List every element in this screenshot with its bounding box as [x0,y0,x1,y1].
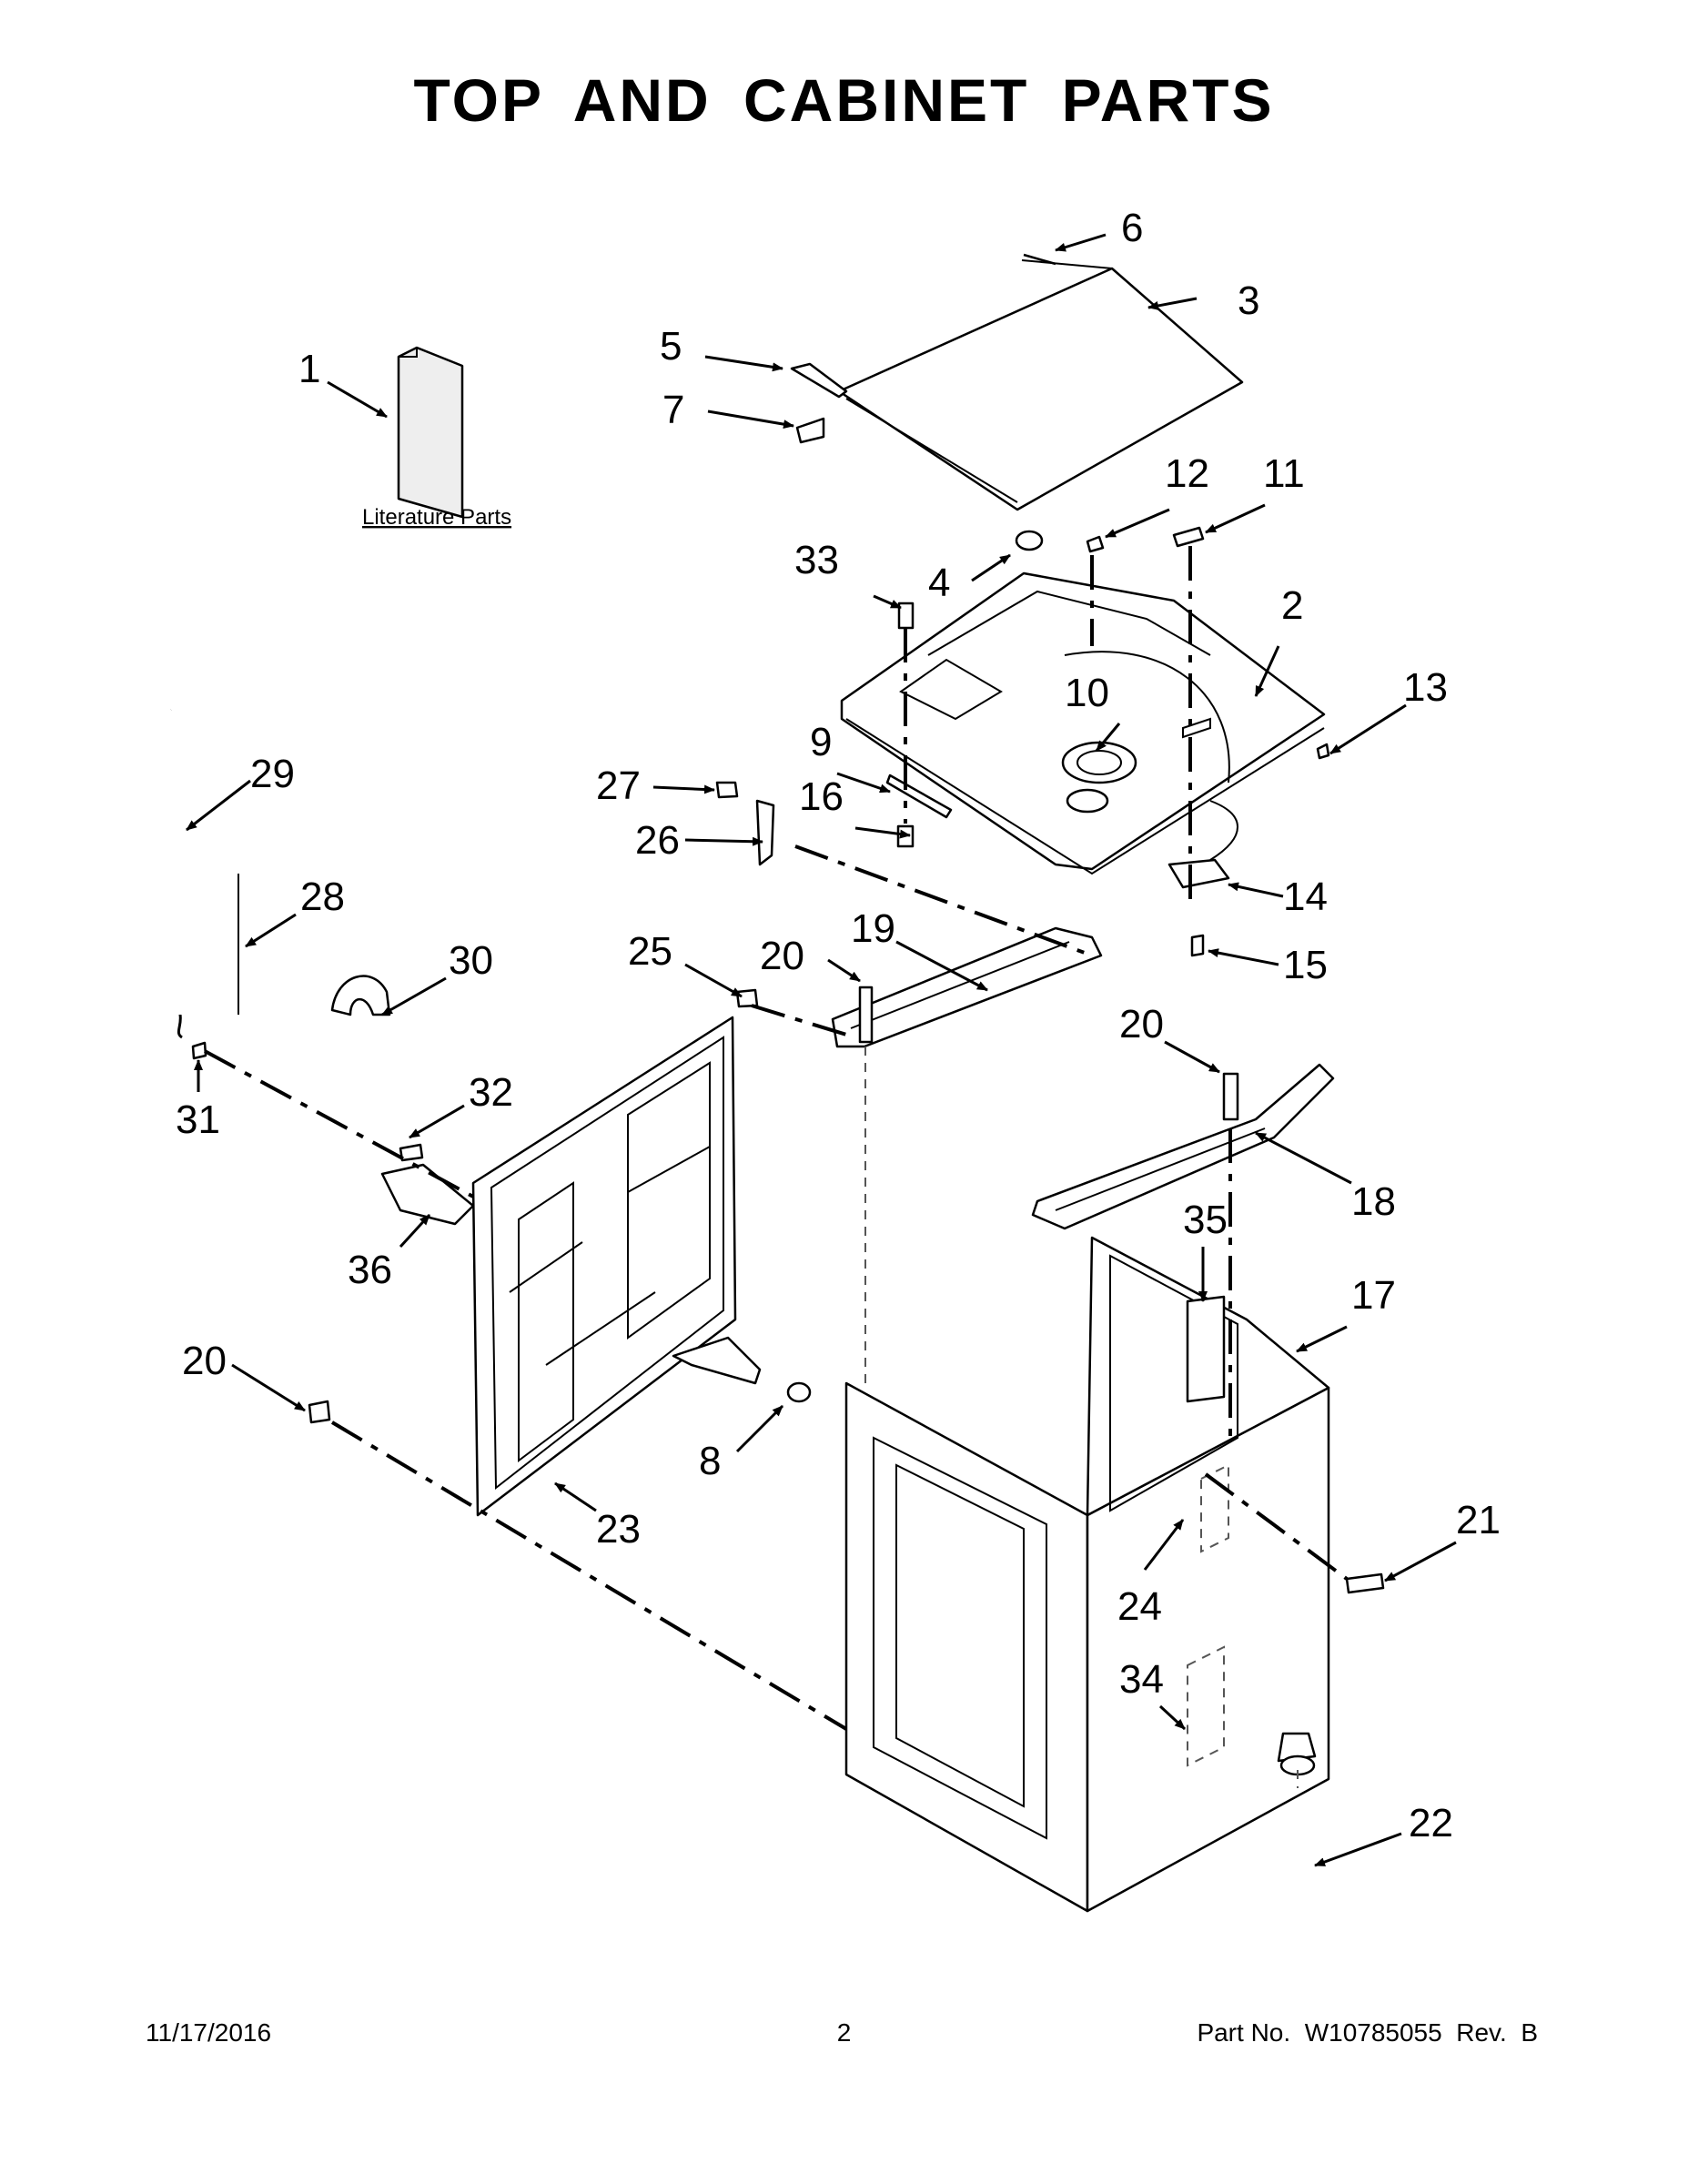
callout-30: 30 [449,938,493,983]
lid-lock [1167,800,1238,957]
callout-22: 22 [1409,1801,1453,1845]
callout-4: 4 [928,561,950,605]
callout-7: 7 [662,388,684,432]
callout-16: 16 [799,774,844,819]
callout-13: 13 [1403,665,1448,710]
callout-36: 36 [348,1248,392,1292]
callout-20-top: 20 [760,934,804,978]
callout-9: 9 [810,720,832,764]
callout-23: 23 [596,1507,641,1552]
callout-31: 31 [176,1097,220,1142]
callout-19: 19 [851,906,895,951]
rear-panel [308,1016,812,1517]
callout-21: 21 [1456,1498,1501,1542]
page-title: TOP AND CABINET PARTS [413,66,1275,134]
rear-bracket-left [735,926,1103,1048]
callout-17: 17 [1351,1273,1396,1318]
callout-2: 2 [1281,583,1303,628]
literature-parts-label: Literature Parts [362,505,511,530]
lid-assembly [790,253,1244,551]
callout-35: 35 [1183,1198,1228,1242]
callout-6: 6 [1121,206,1143,250]
assembly-lines [204,546,1349,1788]
footer-part-number: Part No. W10785055 Rev. B [1197,2018,1538,2047]
callout-29: 29 [250,752,295,796]
footer-date: 11/17/2016 [146,2018,272,2047]
callout-24: 24 [1117,1584,1162,1629]
small-hardware [715,602,953,866]
callout-25: 25 [628,929,672,974]
callout-18: 18 [1351,1179,1396,1224]
drain-hose [169,705,391,1060]
callout-26: 26 [635,818,680,863]
callout-33: 33 [794,538,839,582]
callout-arrows [186,233,1457,1867]
callout-1: 1 [298,347,320,391]
callout-11: 11 [1263,451,1305,496]
top-panel [840,526,1330,875]
callout-14: 14 [1283,875,1328,919]
literature-parts-booklet: Literature Parts [362,346,511,530]
callout-5: 5 [660,324,682,369]
cabinet [844,1236,1385,1913]
callout-8: 8 [699,1439,721,1483]
callout-27: 27 [596,763,641,808]
footer-page-number: 2 [836,2018,852,2047]
callout-labels: 1 2 3 4 5 6 7 8 9 10 11 12 13 14 15 16 1… [176,206,1501,1845]
callout-10: 10 [1065,671,1109,715]
callout-28: 28 [300,875,345,919]
callout-20-bottom: 20 [182,1339,227,1383]
callout-34: 34 [1119,1657,1164,1702]
callout-15: 15 [1283,943,1328,987]
callout-3: 3 [1238,278,1259,323]
callout-20-right: 20 [1119,1002,1164,1046]
rear-bracket-right [1031,1063,1335,1230]
callout-32: 32 [469,1070,513,1115]
callout-12: 12 [1165,451,1209,496]
